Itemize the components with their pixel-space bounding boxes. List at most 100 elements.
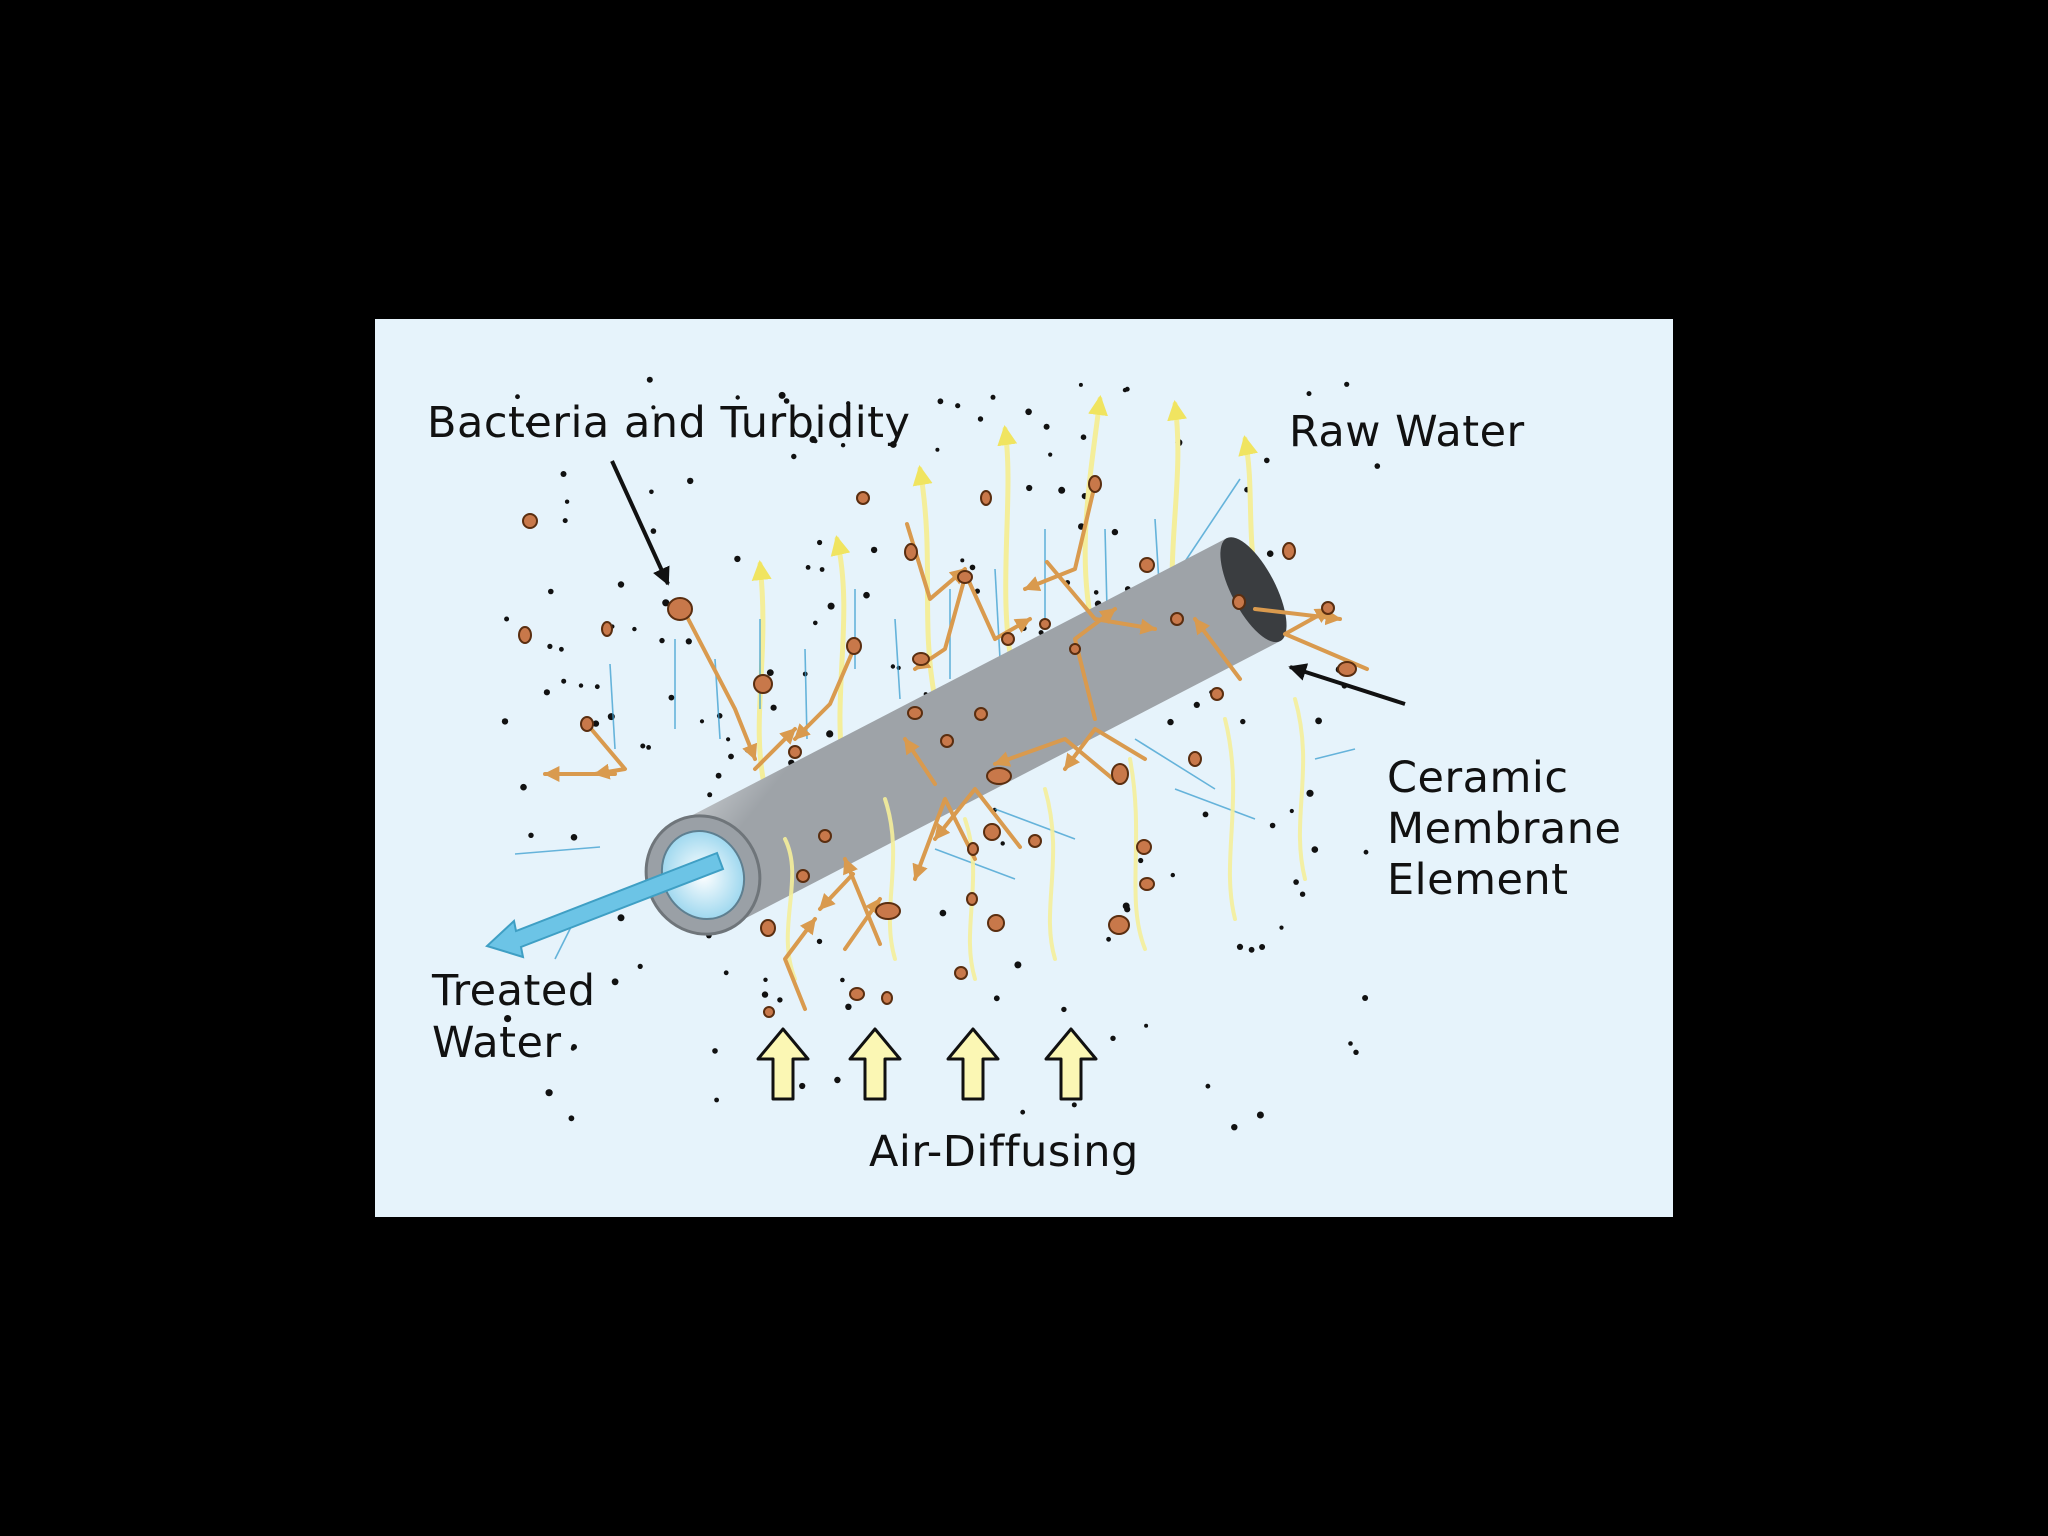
turbidity-dot (1299, 891, 1306, 897)
bacteria-particle (1337, 661, 1357, 677)
turbidity-dot (1138, 857, 1144, 864)
turbidity-dot (826, 730, 834, 738)
turbidity-dot (1306, 789, 1314, 797)
flow-line (1174, 788, 1256, 820)
air-arrow-icon (848, 1027, 902, 1101)
turbidity-dot (813, 438, 818, 444)
turbidity-dot (1374, 463, 1381, 469)
bubble-trail (1128, 757, 1147, 951)
air-arrow-icon (1044, 1027, 1098, 1101)
flow-arrow (933, 787, 1022, 849)
bacteria-particles (518, 475, 1357, 1018)
bubble-trail (883, 797, 897, 961)
turbidity-dot (611, 978, 619, 986)
turbidity-dot (649, 489, 654, 495)
bubble-trail (1043, 787, 1057, 961)
turbidity-dot (799, 1082, 806, 1090)
bacteria-particle (1188, 751, 1202, 767)
turbidity-dot (1353, 1049, 1359, 1055)
bacteria-particle (1039, 618, 1051, 630)
turbidity-dot (1144, 1023, 1149, 1028)
treated-water-line: Water (432, 1018, 562, 1068)
turbidity-dot (1014, 961, 1022, 969)
treated-water-arrow-icon (485, 851, 725, 959)
bacteria-particle (788, 745, 802, 759)
turbidity-dot (728, 753, 734, 760)
flow-arrow (681, 607, 758, 761)
bacteria-particle (957, 570, 973, 584)
turbidity-dot (1025, 408, 1032, 416)
bacteria-particle (1069, 643, 1081, 655)
turbidity-dot (707, 792, 713, 798)
turbidity-dot (805, 565, 811, 570)
turbidity-dot (651, 405, 656, 410)
turbidity-dot (1043, 423, 1050, 430)
turbidity-dot (735, 395, 740, 400)
bacteria-particle (1028, 834, 1042, 848)
turbidity-dot (969, 564, 976, 571)
turbidity-dot (1048, 452, 1053, 457)
turbidity-dot (734, 555, 741, 563)
turbidity-dot (564, 499, 570, 504)
bacteria-particle (974, 707, 988, 721)
turbidity-dot (570, 834, 578, 841)
turbidity-dot (723, 970, 729, 976)
bacteria-particle (987, 914, 1005, 932)
flow-arrow (965, 575, 1032, 641)
turbidity-dot (840, 977, 845, 983)
flow-arrow (585, 722, 627, 780)
ceramic-membrane-element-line: Element (1387, 855, 1569, 905)
turbidity-dot (528, 832, 534, 838)
turbidity-dot (990, 394, 996, 400)
turbidity-dot (715, 772, 722, 779)
bacteria-and-turbidity-label: Bacteria and Turbidity (427, 398, 911, 448)
bacteria-particle (904, 543, 918, 561)
turbidity-dot (813, 620, 818, 626)
air-arrow-icons (756, 1027, 1098, 1101)
turbidity-dot (570, 1046, 575, 1051)
bacteria-particle (1136, 839, 1152, 855)
turbidity-dot (640, 743, 646, 749)
bubble-trail (997, 425, 1018, 682)
turbidity-dot (817, 539, 823, 546)
turbidity-dot (712, 1048, 718, 1054)
turbidity-dot (1000, 841, 1005, 846)
turbidity-dot (545, 1089, 553, 1097)
turbidity-dot (1348, 1041, 1353, 1046)
bacteria-particle (940, 734, 954, 748)
turbidity-dot (1344, 381, 1350, 387)
air-diffusing-label: Air-Diffusing (869, 1127, 1139, 1177)
turbidity-dot (714, 1097, 719, 1103)
turbidity-dot (1122, 387, 1128, 393)
turbidity-dot (827, 602, 835, 610)
bacteria-particle (912, 652, 930, 666)
turbidity-dot (846, 401, 851, 406)
turbidity-dot (777, 997, 783, 1003)
turbidity-dot (501, 718, 509, 725)
turbidity-dot (1110, 1035, 1116, 1041)
leader-arrow-icon (610, 460, 670, 586)
turbidity-dot (1078, 382, 1083, 387)
turbidity-dot (993, 995, 1000, 1002)
bubble-trail (1293, 697, 1307, 881)
turbidity-dot (960, 558, 965, 563)
bacteria-particle (881, 991, 893, 1005)
bacteria-particle (1210, 687, 1224, 701)
turbidity-dot (778, 391, 786, 399)
flow-line (1179, 478, 1241, 570)
turbidity-dot (937, 398, 944, 405)
bacteria-particle (763, 1006, 775, 1018)
turbidity-dot (766, 669, 774, 676)
bacteria-particle (1111, 763, 1129, 785)
bacteria-particle (875, 902, 901, 920)
turbidity-dot (845, 1003, 852, 1010)
turbidity-dot (1311, 846, 1319, 853)
raw-water-label: Raw Water (1289, 407, 1525, 457)
turbidity-dot (1170, 872, 1175, 878)
turbidity-dot (1306, 391, 1312, 397)
bubble-trail (1223, 717, 1237, 921)
turbidity-dot (1240, 718, 1246, 725)
turbidity-dot (1231, 1124, 1238, 1131)
flow-arrow (912, 797, 977, 881)
bacteria-particle (1232, 594, 1246, 610)
